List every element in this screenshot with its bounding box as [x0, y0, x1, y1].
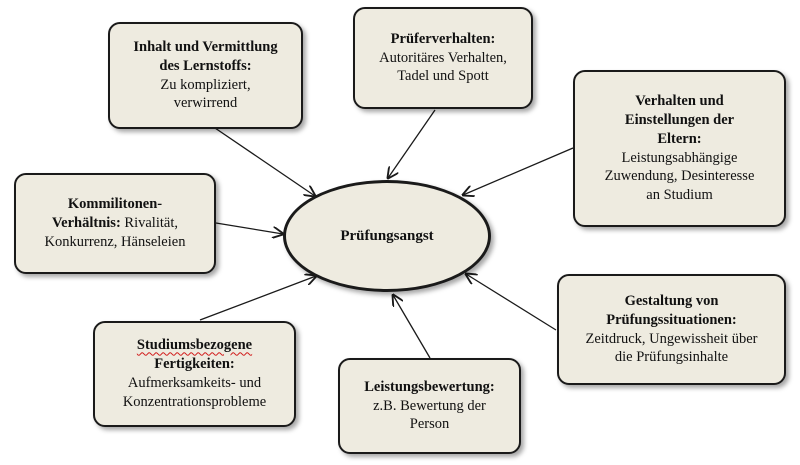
- box-lernstoff: Inhalt und Vermittlung des Lernstoffs: Z…: [108, 22, 303, 129]
- arrow-prueferverhalten: [388, 109, 436, 178]
- box-prueferverhalten: Prüferverhalten: Autoritäres Verhalten, …: [353, 7, 533, 109]
- box-lernstoff-heading-1: Inhalt und Vermittlung: [133, 38, 278, 55]
- box-fertigkeiten-body-1: Aufmerksamkeits- und: [127, 375, 262, 391]
- box-eltern-body-3: an Studium: [646, 187, 713, 204]
- box-kommilitonen-heading-2: Verhältnis:: [52, 215, 121, 232]
- box-kommilitonen-body-1: Rivalität,: [120, 215, 178, 232]
- box-leistungsbewertung-heading: Leistungsbewertung:: [364, 378, 495, 395]
- box-pruefungssituationen: Gestaltung von Prüfungssituationen: Zeit…: [557, 274, 786, 385]
- arrow-lernstoff: [214, 127, 315, 196]
- arrow-pruefungssituationen: [466, 274, 557, 331]
- box-leistungsbewertung-body-1: z.B. Bewertung der: [373, 397, 486, 414]
- center-node: Prüfungsangst: [283, 180, 491, 292]
- box-kommilitonen-heading-1: Kommilitonen-: [67, 196, 163, 213]
- arrow-eltern: [463, 147, 574, 195]
- box-eltern-heading-3: Eltern:: [657, 130, 702, 147]
- box-eltern-body-1: Leistungsabhängige: [621, 149, 738, 166]
- box-kommilitonen-body-2: Konkurrenz, Hänseleien: [44, 233, 186, 250]
- arrow-kommilitonen: [215, 222, 283, 234]
- box-pruefungssituationen-heading-1: Gestaltung von: [624, 292, 719, 309]
- box-prueferverhalten-heading: Prüferverhalten:: [390, 30, 496, 47]
- box-pruefungssituationen-heading-2: Prüfungssituationen:: [606, 311, 737, 328]
- box-pruefungssituationen-body-1: Zeitdruck, Ungewissheit über: [585, 330, 758, 347]
- box-prueferverhalten-body-1: Autoritäres Verhalten,: [379, 49, 507, 66]
- arrow-leistungsbewertung: [393, 295, 431, 359]
- box-leistungsbewertung: Leistungsbewertung: z.B. Bewertung der P…: [338, 358, 521, 454]
- box-fertigkeiten: Studiumsbezogene Fertigkeiten: Aufmerksa…: [93, 321, 296, 427]
- box-prueferverhalten-body-2: Tadel und Spott: [397, 68, 489, 85]
- box-eltern-heading-1: Verhalten und: [635, 92, 724, 109]
- box-lernstoff-body-2: verwirrend: [173, 95, 238, 112]
- center-label: Prüfungsangst: [340, 227, 434, 244]
- box-fertigkeiten-body-2: Konzentrationsprobleme: [122, 393, 267, 410]
- box-eltern-heading-2: Einstellungen der: [624, 111, 735, 128]
- box-pruefungssituationen-body-2: die Prüfungsinhalte: [614, 349, 729, 366]
- arrow-fertigkeiten: [199, 276, 316, 321]
- box-eltern: Verhalten und Einstellungen der Eltern: …: [573, 70, 786, 227]
- box-kommilitonen: Kommilitonen- Verhältnis: Rivalität, Kon…: [14, 173, 216, 274]
- box-lernstoff-heading-2: des Lernstoffs:: [159, 57, 252, 74]
- box-kommilitonen-line-2: Verhältnis: Rivalität,: [52, 214, 178, 233]
- box-fertigkeiten-heading-1: Studiumsbezogene: [136, 337, 253, 354]
- box-fertigkeiten-heading-2: Fertigkeiten:: [154, 356, 235, 373]
- box-lernstoff-body-1: Zu kompliziert,: [160, 76, 251, 93]
- box-leistungsbewertung-body-2: Person: [409, 416, 450, 433]
- box-eltern-body-2: Zuwendung, Desinteresse: [604, 168, 755, 185]
